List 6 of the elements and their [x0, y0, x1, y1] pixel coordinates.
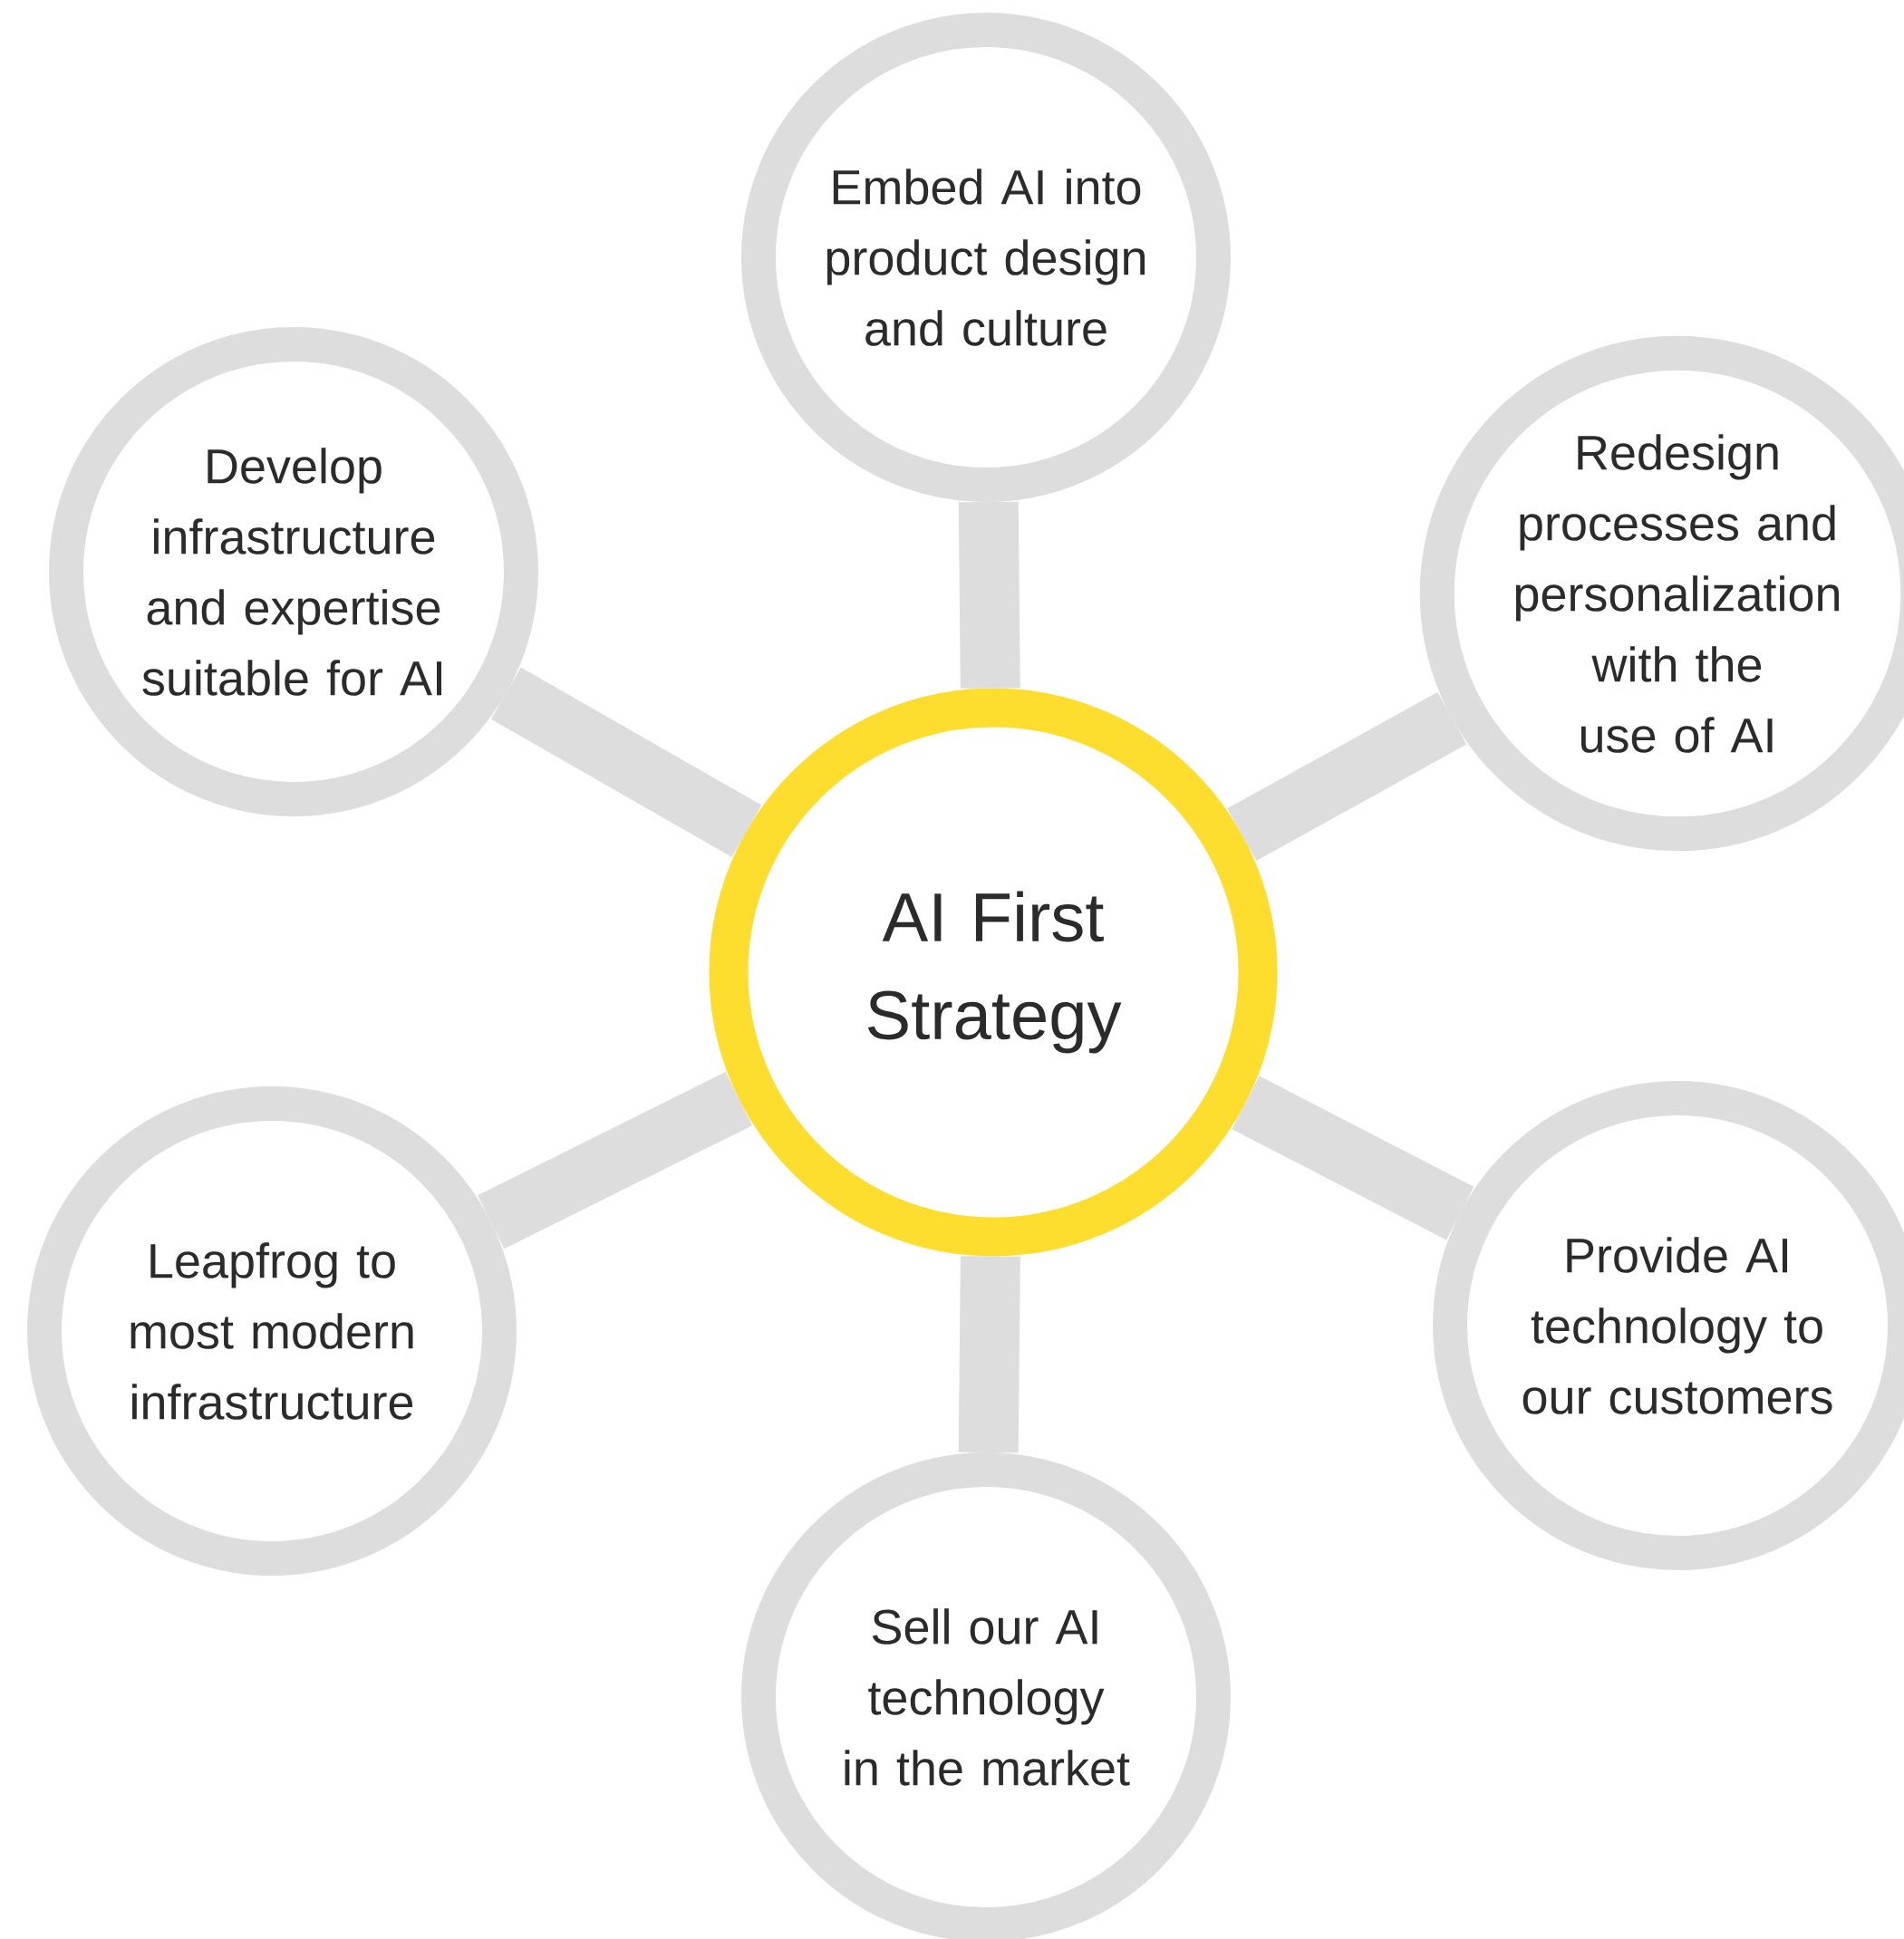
connector-stem — [1227, 691, 1467, 862]
connector-stem — [478, 1072, 753, 1249]
connector-stem — [490, 667, 762, 857]
connector-stem — [958, 1256, 1020, 1453]
connector-stem — [1232, 1076, 1474, 1240]
connector-stem — [958, 501, 1020, 689]
